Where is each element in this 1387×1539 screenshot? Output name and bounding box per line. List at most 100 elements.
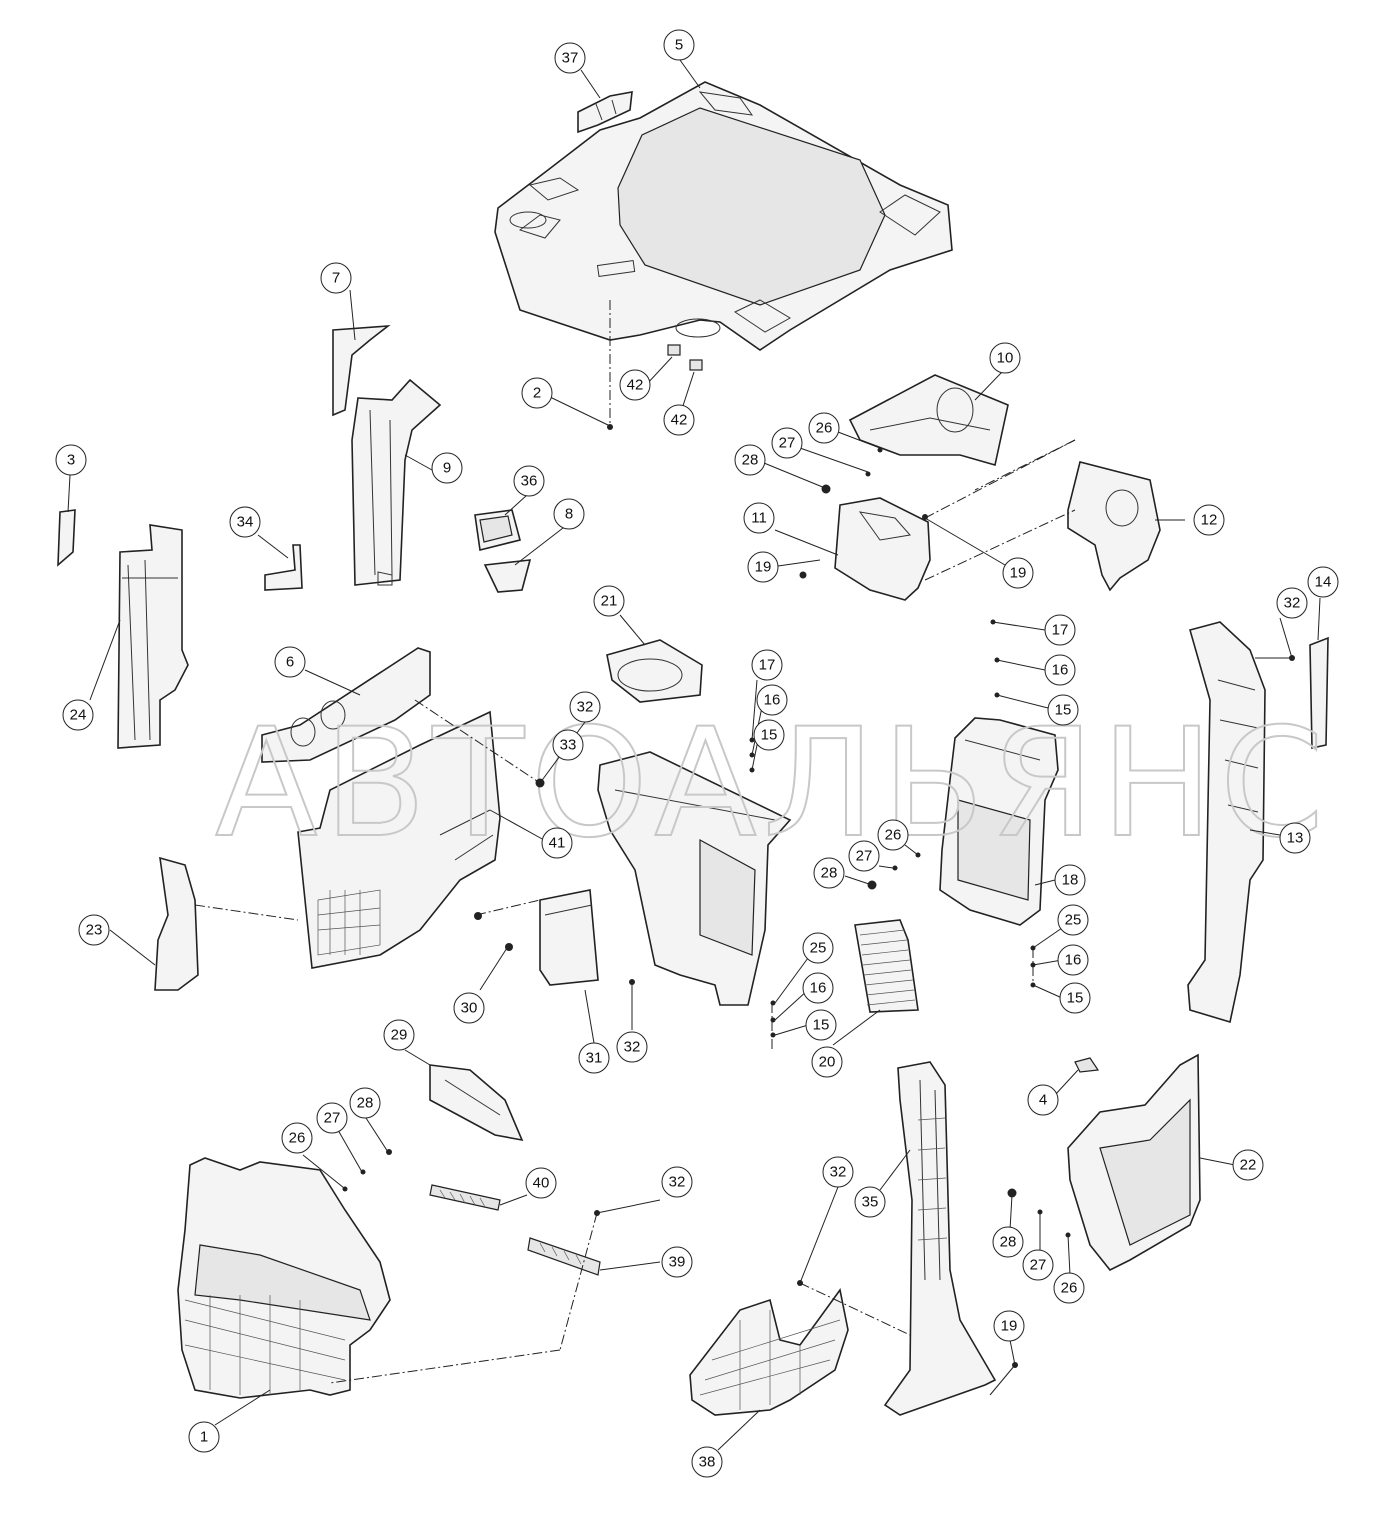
part-33-center-trim: [597, 751, 792, 1006]
svg-text:40: 40: [533, 1175, 550, 1192]
callout-1: 1: [188, 1421, 220, 1453]
svg-text:16: 16: [1065, 952, 1082, 969]
part-18-door-trim: [939, 717, 1059, 926]
callout-8: 8: [553, 498, 585, 530]
svg-text:32: 32: [1284, 595, 1301, 612]
svg-text:22: 22: [1240, 1157, 1257, 1174]
svg-text:7: 7: [332, 270, 340, 287]
callout-26: 26: [281, 1122, 313, 1154]
svg-text:42: 42: [627, 377, 644, 394]
callout-22: 22: [1232, 1149, 1264, 1181]
callout-32: 32: [661, 1166, 693, 1198]
callout-9: 9: [431, 452, 463, 484]
callout-11: 11: [743, 502, 775, 534]
callout-23: 23: [78, 914, 110, 946]
callout-16: 16: [1044, 654, 1076, 686]
svg-text:10: 10: [997, 350, 1014, 367]
svg-text:6: 6: [286, 654, 294, 671]
callout-15: 15: [805, 1009, 837, 1041]
part-12-panel: [1067, 461, 1161, 592]
svg-text:4: 4: [1039, 1092, 1047, 1109]
svg-text:26: 26: [816, 420, 833, 437]
svg-text:36: 36: [521, 473, 538, 490]
callout-42: 42: [663, 404, 695, 436]
callout-26: 26: [808, 412, 840, 444]
svg-text:16: 16: [1052, 662, 1069, 679]
callout-3: 3: [55, 444, 87, 476]
callout-19: 19: [1002, 557, 1034, 589]
callout-28: 28: [813, 857, 845, 889]
svg-text:19: 19: [755, 559, 772, 576]
callout-16: 16: [1057, 944, 1089, 976]
callout-28: 28: [734, 444, 766, 476]
svg-text:28: 28: [1000, 1234, 1017, 1251]
callout-20: 20: [811, 1046, 843, 1078]
callout-28: 28: [992, 1226, 1024, 1258]
callout-27: 27: [848, 840, 880, 872]
part-4-clip: [1074, 1057, 1100, 1073]
callout-32: 32: [1276, 587, 1308, 619]
callout-35: 35: [854, 1186, 886, 1218]
svg-text:15: 15: [1067, 990, 1084, 1007]
svg-text:26: 26: [289, 1130, 306, 1147]
svg-text:32: 32: [624, 1039, 641, 1056]
svg-text:19: 19: [1001, 1318, 1018, 1335]
callout-27: 27: [316, 1102, 348, 1134]
svg-text:16: 16: [810, 980, 827, 997]
callout-26: 26: [877, 819, 909, 851]
callout-15: 15: [753, 719, 785, 751]
callout-26: 26: [1053, 1272, 1085, 1304]
svg-text:27: 27: [779, 435, 796, 452]
callout-19: 19: [993, 1310, 1025, 1342]
svg-text:3: 3: [67, 452, 75, 469]
part-8-bracket: [483, 559, 532, 593]
svg-text:17: 17: [1052, 622, 1069, 639]
callout-36: 36: [513, 465, 545, 497]
callout-30: 30: [453, 992, 485, 1024]
part-36-box: [474, 509, 521, 551]
part-31-panel: [539, 889, 599, 986]
callout-14: 14: [1307, 566, 1339, 598]
svg-text:21: 21: [601, 593, 618, 610]
callout-29: 29: [383, 1019, 415, 1051]
callout-39: 39: [661, 1246, 693, 1278]
svg-text:25: 25: [1065, 912, 1082, 929]
fastener-dots: [342, 424, 1295, 1368]
svg-text:13: 13: [1287, 830, 1304, 847]
callout-13: 13: [1279, 822, 1311, 854]
callout-28: 28: [349, 1087, 381, 1119]
svg-text:15: 15: [761, 727, 778, 744]
svg-text:15: 15: [813, 1017, 830, 1034]
callout-15: 15: [1047, 694, 1079, 726]
svg-text:32: 32: [830, 1164, 847, 1181]
svg-text:32: 32: [669, 1174, 686, 1191]
svg-text:33: 33: [560, 737, 577, 754]
part-22-door-trim: [1067, 1053, 1201, 1272]
svg-text:30: 30: [461, 1000, 478, 1017]
part-35-pillar: [883, 1061, 997, 1416]
callout-6: 6: [274, 646, 306, 678]
part-40-strip: [429, 1184, 501, 1211]
svg-text:8: 8: [565, 506, 573, 523]
svg-text:41: 41: [549, 835, 566, 852]
part-39-strip: [527, 1237, 601, 1276]
svg-text:35: 35: [862, 1194, 879, 1211]
part-9-pillar-trim: [351, 378, 442, 586]
part-41-side-trim: [297, 710, 501, 969]
part-1-trim-assembly: [177, 1157, 391, 1399]
callout-33: 33: [552, 729, 584, 761]
svg-text:34: 34: [237, 514, 254, 531]
part-11-panel: [834, 497, 931, 601]
callout-34: 34: [229, 506, 261, 538]
svg-text:27: 27: [324, 1110, 341, 1127]
svg-text:17: 17: [759, 657, 776, 674]
callout-32: 32: [569, 691, 601, 723]
callout-32: 32: [822, 1156, 854, 1188]
part-42-clips: [667, 344, 703, 371]
part-34-bracket: [264, 544, 303, 591]
callout-38: 38: [691, 1446, 723, 1478]
svg-text:25: 25: [810, 940, 827, 957]
callout-10: 10: [989, 342, 1021, 374]
part-14-strip: [1309, 636, 1329, 749]
